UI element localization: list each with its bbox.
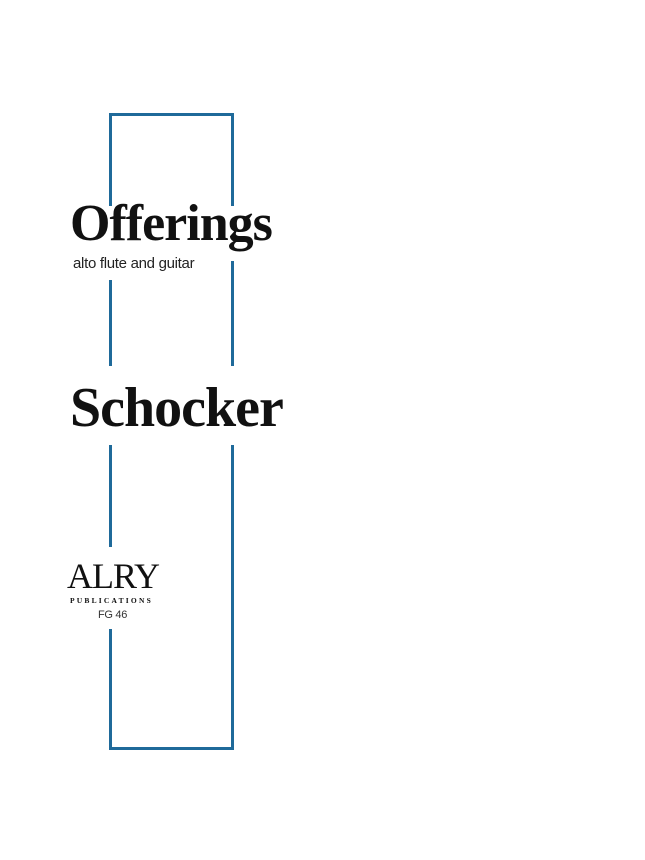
frame-right-1 [231,113,234,206]
frame-right-3 [231,445,234,750]
frame-left-2 [109,280,112,366]
publisher-logo-subtitle: PUBLICATIONS [70,596,153,605]
frame-top [109,113,234,116]
publisher-logo: ALRY [67,556,160,596]
frame-left-3 [109,445,112,547]
instrumentation: alto flute and guitar [73,255,195,272]
work-title: Offerings [70,195,273,252]
composer-name: Schocker [70,377,284,439]
catalog-number: FG 46 [98,609,128,621]
frame-right-2 [231,261,234,366]
frame-left-1 [109,113,112,206]
frame-left-4 [109,629,112,750]
frame-bottom [109,747,234,750]
